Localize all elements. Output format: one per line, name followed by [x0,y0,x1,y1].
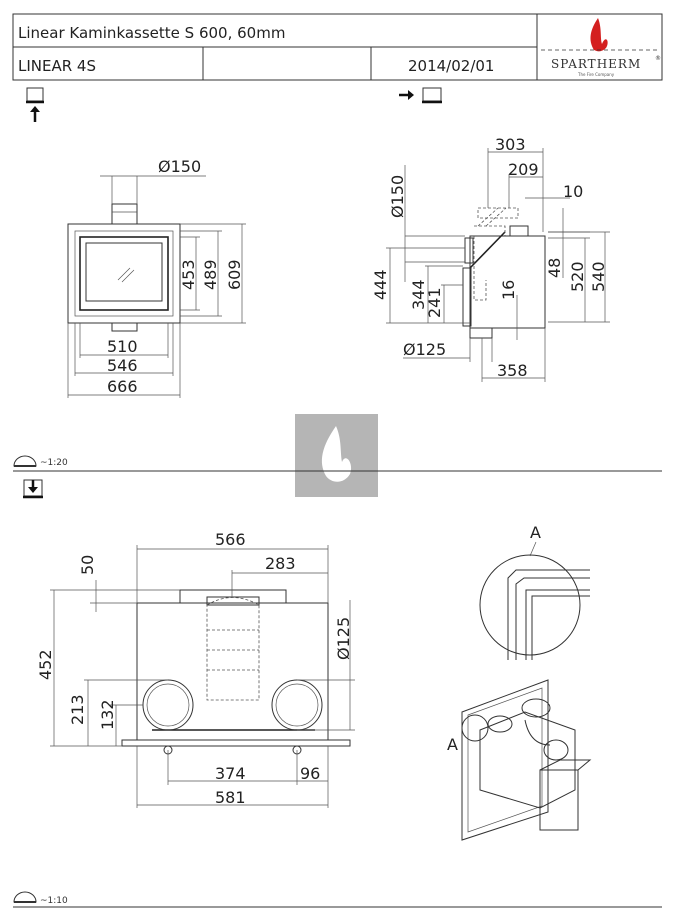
dim-top-581: 581 [215,788,246,807]
front-view-icon [26,87,44,122]
top-view: 566 283 50 452 213 132 Ø125 374 96 581 [36,530,355,808]
detail-a: A [479,523,590,660]
dim-top-50: 50 [78,555,97,575]
dim-side-344: 344 [409,279,428,310]
dim-side-303: 303 [495,135,526,154]
isometric-view: A [447,679,592,841]
dim-front-510: 510 [107,337,138,356]
scale-bottom-label: ~1:10 [40,896,68,906]
watermark-flame-logo [295,414,378,497]
dim-side-16: 16 [499,280,518,300]
dim-front-flue: Ø150 [158,157,201,176]
dim-side-358: 358 [497,361,528,380]
detail-a-iso-label: A [447,735,458,754]
dim-side-444: 444 [371,269,390,300]
detail-a-label: A [530,523,541,542]
dim-front-489: 489 [201,259,220,290]
scale-indicator-bottom: ~1:10 [13,891,662,908]
front-view: Ø150 453 489 609 510 546 666 [67,157,246,398]
dim-top-213: 213 [68,694,87,725]
dim-front-453: 453 [179,259,198,290]
dim-side-125: Ø125 [403,340,446,359]
spartherm-logo: SPARTHERM ® The Fire Company [541,18,661,77]
dim-top-374: 374 [215,764,246,783]
dim-front-546: 546 [107,356,138,375]
dim-front-609: 609 [225,259,244,290]
dim-front-666: 666 [107,377,138,396]
product-title: Linear Kaminkassette S 600, 60mm [18,24,285,42]
title-block: Linear Kaminkassette S 600, 60mm LINEAR … [12,13,663,81]
dim-top-452: 452 [36,649,55,680]
dim-side-10: 10 [563,182,583,201]
scale-indicator-top: ~1:20 [13,455,662,472]
dim-side-520: 520 [568,261,587,292]
dim-top-132: 132 [98,699,117,730]
dim-top-283: 283 [265,554,296,573]
dim-side-540: 540 [589,261,608,292]
dim-top-566: 566 [215,530,246,549]
dim-side-48: 48 [545,258,564,278]
dim-side-241: 241 [425,287,444,318]
scale-top-label: ~1:20 [40,458,68,468]
dim-top-inlet: Ø125 [334,617,353,660]
logo-tagline: The Fire Company [577,72,615,77]
model-name: LINEAR 4S [18,57,96,75]
dim-top-96: 96 [300,764,320,783]
dim-side-209: 209 [508,160,539,179]
drawing-date: 2014/02/01 [408,57,494,75]
side-view-icon [399,87,442,104]
logo-brand: SPARTHERM [551,57,641,71]
dim-side-flue: Ø150 [388,175,407,218]
side-view: 303 209 10 Ø150 444 344 241 16 48 520 54… [371,135,610,382]
logo-registered: ® [655,55,661,62]
top-view-icon [23,479,43,499]
